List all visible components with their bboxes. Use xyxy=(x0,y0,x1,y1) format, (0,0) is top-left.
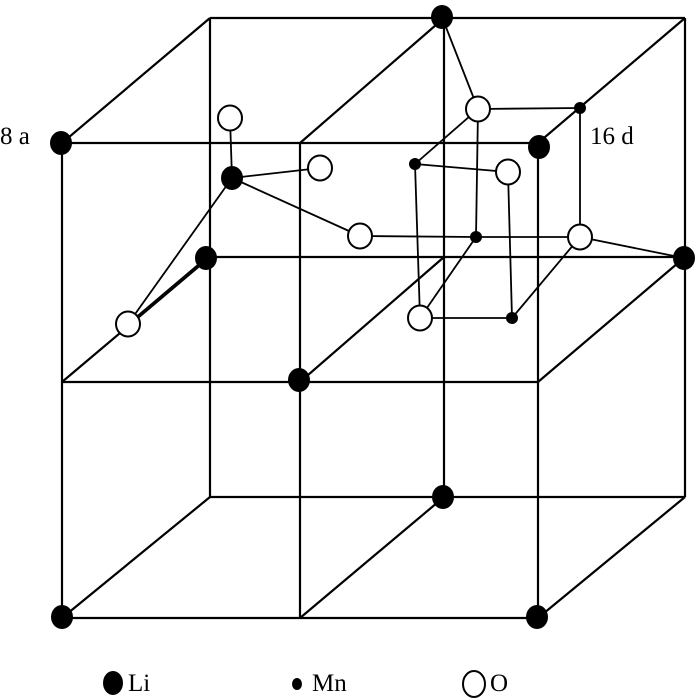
cube-frame xyxy=(60,16,687,620)
legend-mn-marker xyxy=(292,678,302,690)
o-atom xyxy=(347,222,373,250)
bond-line xyxy=(511,236,581,319)
cube-edge xyxy=(537,256,686,383)
bond-line xyxy=(127,257,207,325)
mn-atom xyxy=(574,102,586,114)
li-atom xyxy=(288,368,310,392)
mn-atom xyxy=(470,231,482,243)
o-atom xyxy=(495,158,521,186)
legend-o-label: O xyxy=(490,670,509,697)
legend-li-marker xyxy=(103,671,123,695)
bond-line xyxy=(231,167,321,179)
cube-edge xyxy=(299,256,445,383)
o-atom xyxy=(567,223,593,251)
o-atom xyxy=(307,154,333,182)
bond-line xyxy=(475,108,479,238)
bonds xyxy=(127,16,685,325)
legend-o-marker xyxy=(462,670,486,698)
li-atom xyxy=(50,131,72,155)
li-atom xyxy=(221,166,243,190)
li-atom xyxy=(526,605,548,629)
cube-edge xyxy=(61,496,211,619)
cube-edge xyxy=(61,17,211,144)
legend-li-label: Li xyxy=(128,670,151,697)
bond-line xyxy=(579,236,685,259)
bond-line xyxy=(441,16,479,110)
li-atom xyxy=(432,485,454,509)
bond-line xyxy=(359,235,477,238)
bond-line xyxy=(414,108,479,165)
cube-edge xyxy=(537,17,686,144)
bond-line xyxy=(507,171,513,319)
bond-line xyxy=(477,107,581,110)
li-atom xyxy=(195,246,217,270)
li-atom xyxy=(673,246,695,270)
label-16d: 16 d xyxy=(590,123,634,150)
cube-edge xyxy=(299,17,445,144)
li-atom xyxy=(528,135,550,159)
mn-atom xyxy=(506,312,518,324)
cube-edge xyxy=(537,496,686,619)
li-atom xyxy=(51,605,73,629)
mn-atom xyxy=(409,158,421,170)
o-atom xyxy=(407,304,433,332)
o-atom xyxy=(217,104,243,132)
bond-line xyxy=(231,177,361,237)
bond-line xyxy=(414,163,421,319)
cube-edge xyxy=(299,496,445,619)
legend-mn-label: Mn xyxy=(312,670,347,697)
label-8a: 8 a xyxy=(0,123,30,150)
li-atom xyxy=(431,5,453,29)
bond-line xyxy=(414,163,509,173)
atoms xyxy=(50,5,695,629)
legend-markers xyxy=(103,670,486,698)
o-atom xyxy=(115,310,141,338)
bond-line xyxy=(127,177,233,325)
o-atom xyxy=(465,95,491,123)
bond-line xyxy=(419,236,477,319)
